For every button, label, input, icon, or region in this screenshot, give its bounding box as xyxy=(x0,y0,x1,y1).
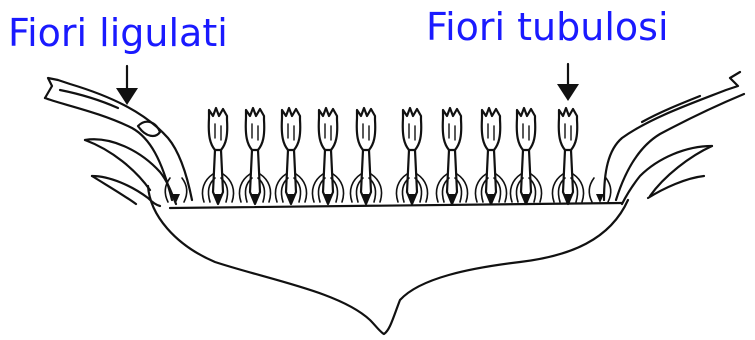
tubular-floret xyxy=(312,108,343,204)
receptacle-top-line xyxy=(170,203,622,208)
tubular-florets xyxy=(202,108,583,204)
down-arrow-icon xyxy=(557,64,579,101)
tubular-floret xyxy=(510,108,541,204)
tubular-floret xyxy=(350,108,381,204)
tubular-floret xyxy=(475,108,506,204)
tubular-floret xyxy=(552,108,583,204)
tubular-floret xyxy=(202,108,233,204)
down-arrow-icon xyxy=(116,66,138,105)
ligulate-flower-right xyxy=(604,72,744,200)
bracts-left xyxy=(85,139,176,206)
tubular-floret xyxy=(239,108,270,204)
tubular-floret xyxy=(436,108,467,204)
tubular-floret xyxy=(275,108,306,204)
tubular-floret xyxy=(396,108,427,204)
bracts-right xyxy=(622,146,712,204)
